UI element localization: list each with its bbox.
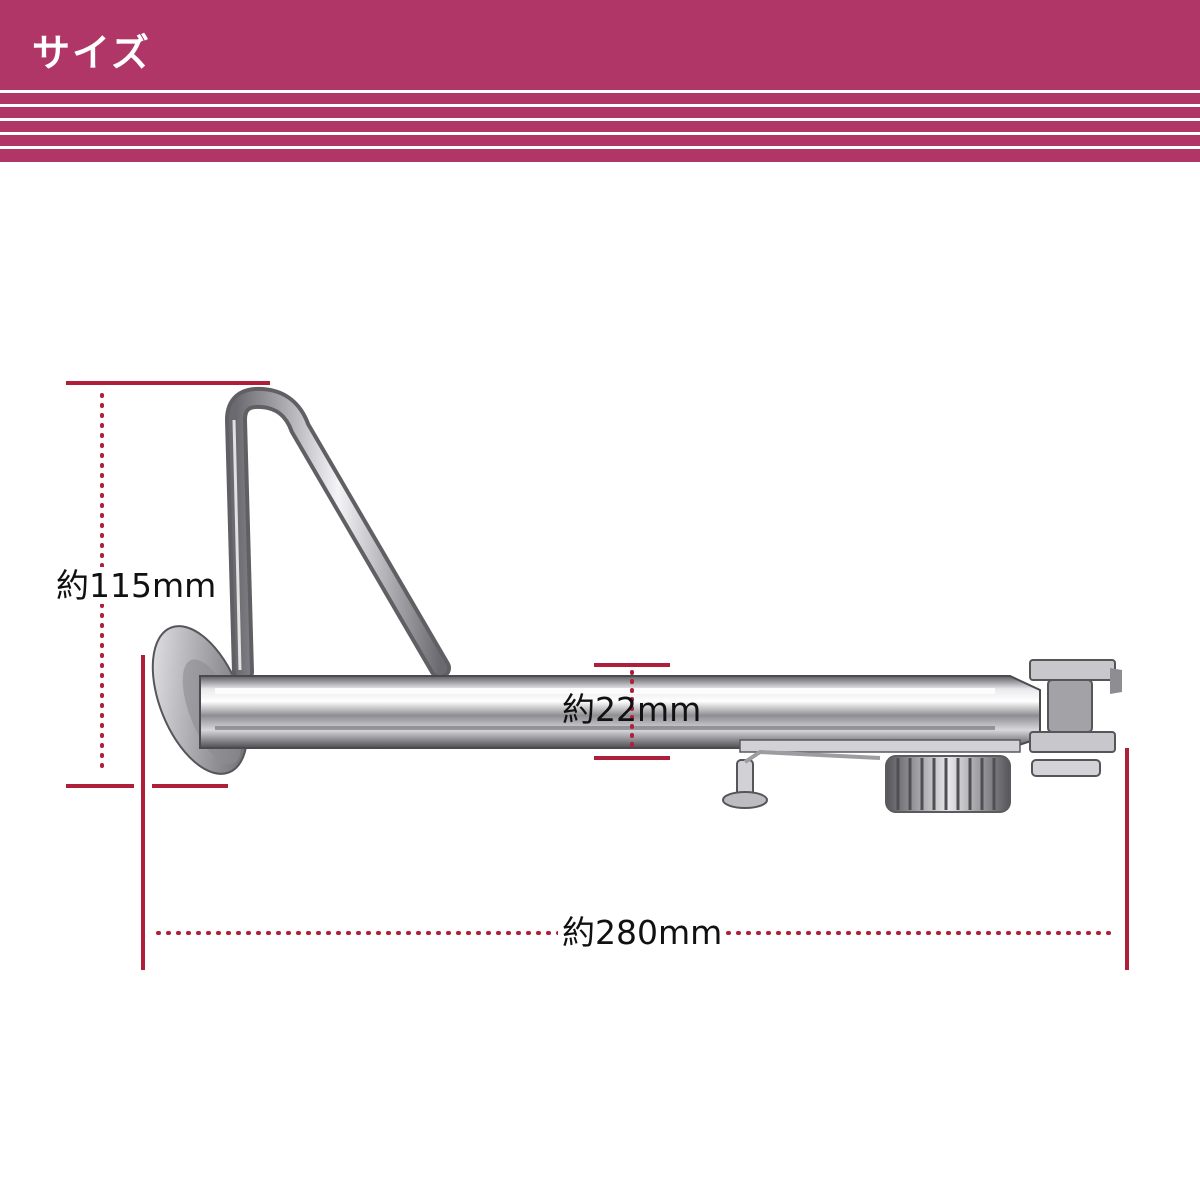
length-label: 約280mm	[558, 916, 727, 949]
handle-loop	[225, 386, 451, 683]
header-stripe	[0, 146, 1200, 149]
height-label: 約115mm	[54, 566, 219, 605]
retaining-pin	[722, 749, 881, 809]
diameter-label: 約22mm	[562, 690, 702, 729]
header-stripe	[0, 132, 1200, 135]
header-stripe	[0, 104, 1200, 107]
page-title: サイズ	[32, 31, 151, 75]
lower-rail	[739, 739, 1021, 753]
diameter-dimension	[594, 663, 670, 760]
clevis-bracket	[1029, 659, 1122, 777]
header-banner: サイズ	[0, 0, 1200, 162]
header-stripe	[0, 90, 1200, 93]
header-stripe	[0, 118, 1200, 121]
spring	[885, 755, 1011, 813]
